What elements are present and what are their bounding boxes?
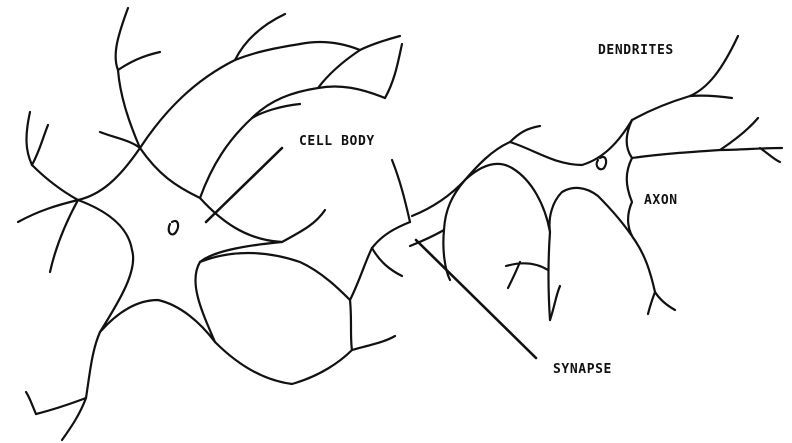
- left-dendrite-r-4: [352, 336, 395, 350]
- right-dendrite-l: [443, 180, 465, 280]
- left-dendrite-top-6: [318, 36, 400, 88]
- right-dendrite-b-4: [550, 286, 560, 320]
- left-dendrite-ul-2: [116, 8, 128, 70]
- left-dendrite-r-7: [392, 160, 410, 222]
- right-neuron: [410, 36, 782, 320]
- right-dendrite-l-2: [410, 230, 444, 246]
- left-dendrite-top-5: [300, 42, 360, 50]
- left-dendrite-top: [140, 44, 300, 148]
- left-dendrite-ul: [118, 70, 140, 148]
- left-dendrite-ul-3: [118, 52, 160, 70]
- synapse-label: SYNAPSE: [553, 362, 612, 377]
- left-dendrite-r: [215, 342, 352, 384]
- axon-label: AXON: [644, 193, 678, 208]
- left-nucleus: [169, 221, 178, 235]
- right-dendrite-l-3: [412, 180, 465, 216]
- synapse-pointer-line: [416, 240, 536, 358]
- left-dendrite-r-6: [372, 248, 402, 276]
- right-dendrite-t: [510, 126, 540, 142]
- left-dendrite-r-3: [200, 253, 352, 350]
- right-dendrite-ur-3: [632, 148, 782, 158]
- left-dendrite-l-2: [32, 125, 48, 165]
- left-dendrite-bl-3: [26, 392, 36, 414]
- right-soma-outline: [465, 120, 636, 242]
- right-dendrite-b-2: [506, 263, 548, 270]
- left-neuron: [18, 8, 410, 440]
- right-dendrite-ur-4: [720, 118, 758, 150]
- right-dendrite-b: [549, 232, 551, 320]
- left-dendrite-l: [26, 112, 78, 200]
- right-axon-2: [648, 292, 655, 314]
- left-dendrite-top-7: [385, 44, 402, 98]
- right-axon: [636, 242, 675, 310]
- cell-body-label: CELL BODY: [299, 134, 375, 149]
- left-dendrite-r-5: [350, 222, 410, 300]
- dendrites-label: DENDRITES: [598, 43, 674, 58]
- right-dendrite-ur-5: [760, 148, 780, 162]
- left-dendrite-l-4: [50, 200, 78, 272]
- left-dendrite-bl: [62, 332, 100, 440]
- right-dendrite-ur-2: [690, 96, 732, 98]
- left-dendrite-r-2: [282, 210, 325, 242]
- left-dendrite-bl-2: [36, 398, 86, 414]
